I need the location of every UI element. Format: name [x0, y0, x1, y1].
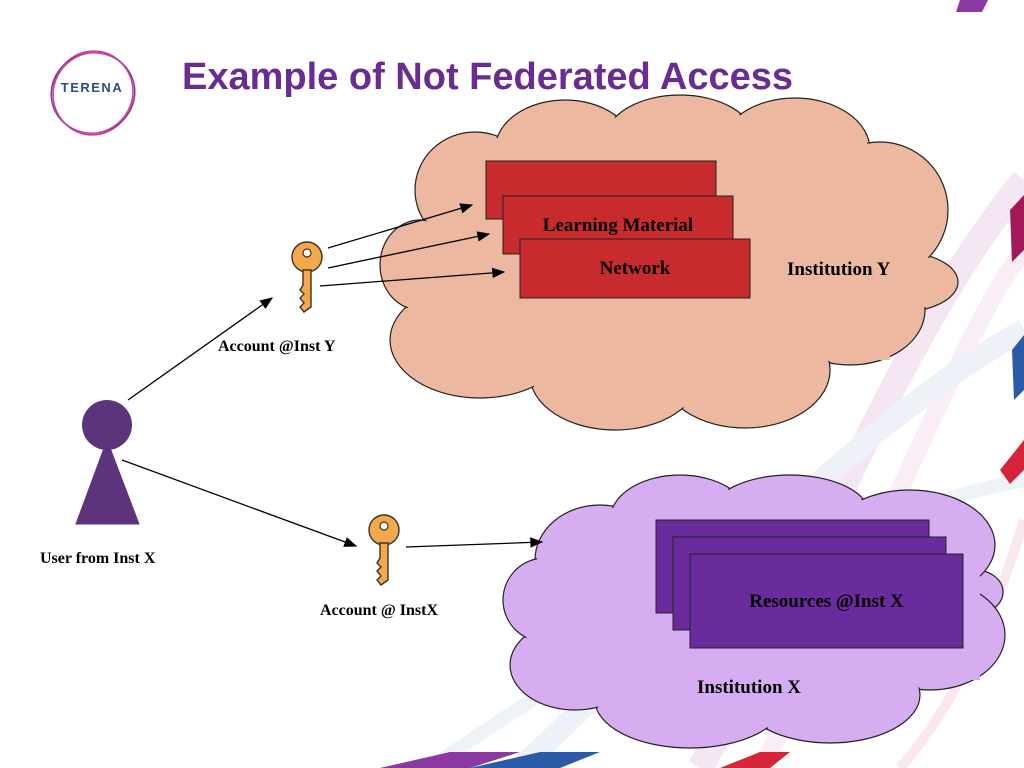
cloud-label-institution-x: Institution X — [697, 677, 801, 698]
arrow-key-x-to-cloud — [405, 537, 544, 548]
arrow-user-to-key-y — [127, 297, 274, 401]
arrow-user-to-key-x — [121, 459, 358, 547]
page-title: Example of Not Federated Access — [182, 56, 794, 98]
logo-text: TERENA — [60, 80, 124, 95]
card-label-learning-material: Learning Material — [542, 215, 694, 236]
card-label-resources: Resources @Inst X — [749, 591, 904, 612]
account-label-inst-x: Account @ InstX — [320, 602, 438, 619]
user-label: User from Inst X — [40, 550, 156, 567]
arrow-key-y-to-card-3 — [319, 267, 506, 287]
arrow-key-y-to-card-2 — [327, 231, 491, 269]
account-label-inst-y: Account @Inst Y — [218, 338, 336, 355]
resource-card-y-3 — [519, 238, 751, 299]
resource-card-x-3 — [689, 553, 964, 649]
terena-logo — [50, 50, 136, 136]
card-label-network: Network — [599, 258, 671, 279]
arrow-key-y-to-card-1 — [327, 203, 474, 249]
cloud-label-institution-y: Institution Y — [787, 259, 891, 280]
key-icon — [291, 241, 323, 313]
key-icon — [368, 514, 400, 586]
cloud-institution-y — [379, 94, 959, 431]
person-icon — [75, 400, 140, 525]
